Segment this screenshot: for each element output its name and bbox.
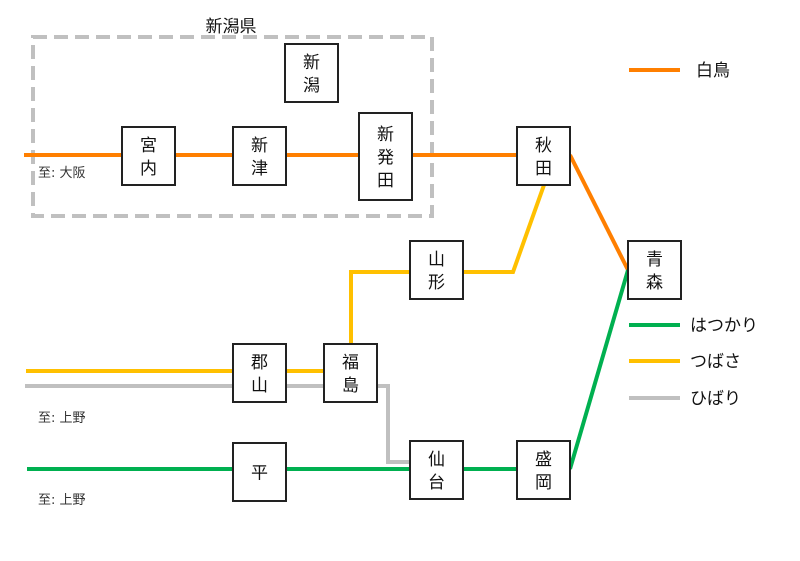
station-yamagata[interactable]: 山形 xyxy=(409,240,464,300)
tsubasa-route-yamagata-akita xyxy=(463,184,546,274)
station-box xyxy=(121,126,176,186)
station-name-char: 島 xyxy=(342,376,359,396)
note-to-osaka: 至: 大阪 xyxy=(38,166,86,181)
station-box xyxy=(284,43,339,103)
station-name-char: 発 xyxy=(377,148,394,168)
station-box xyxy=(232,126,287,186)
station-name-char: 潟 xyxy=(303,76,320,96)
station-miyauchi[interactable]: 宮内 xyxy=(121,126,176,186)
niigata-prefecture-region xyxy=(31,35,434,218)
station-niigata[interactable]: 新潟 xyxy=(284,43,339,103)
station-name-char: 青 xyxy=(646,250,663,270)
station-name-char: 山 xyxy=(428,250,445,270)
station-name-char: 平 xyxy=(251,464,268,484)
legend-label-tsubasa: つばさ xyxy=(690,352,741,372)
station-name-char: 田 xyxy=(535,159,552,179)
station-name-char: 山 xyxy=(251,376,268,396)
station-fukushima[interactable]: 福島 xyxy=(323,343,378,403)
station-name-char: 岡 xyxy=(535,473,552,493)
hatsukari-route-morioka-aomori xyxy=(568,269,630,470)
station-name-char: 内 xyxy=(140,159,157,179)
station-akita[interactable]: 秋田 xyxy=(516,126,571,186)
station-name-char: 森 xyxy=(646,273,663,293)
station-box xyxy=(516,440,571,500)
station-box xyxy=(516,126,571,186)
hibari-route xyxy=(25,384,410,464)
station-sendai[interactable]: 仙台 xyxy=(409,440,464,500)
region-title: 新潟県 xyxy=(206,17,257,37)
station-name-char: 新 xyxy=(377,125,394,145)
hakucho-route-akita-aomori xyxy=(568,154,630,271)
station-box xyxy=(627,240,682,300)
legend: 白鳥 はつかり つばさ ひばり xyxy=(629,61,758,409)
station-box xyxy=(409,240,464,300)
station-name-char: 郡 xyxy=(251,353,268,373)
legend-label-hibari: ひばり xyxy=(690,389,741,409)
legend-item-hatsukari: はつかり xyxy=(629,316,758,336)
station-taira[interactable]: 平 xyxy=(232,442,287,502)
stations: 新潟 宮内 新津 新発田 秋田 青森 山形 郡山 福島 平 仙台 盛岡 xyxy=(121,43,682,502)
station-name-char: 新 xyxy=(251,136,268,156)
tsubasa-route-fukushima-yamagata xyxy=(349,270,410,344)
station-koriyama[interactable]: 郡山 xyxy=(232,343,287,403)
station-aomori[interactable]: 青森 xyxy=(627,240,682,300)
legend-item-hakucho: 白鳥 xyxy=(629,61,730,81)
station-niitsu[interactable]: 新津 xyxy=(232,126,287,186)
station-name-char: 田 xyxy=(377,171,394,191)
legend-label-hatsukari: はつかり xyxy=(690,316,758,336)
station-name-char: 仙 xyxy=(428,450,445,470)
note-to-ueno-lower: 至: 上野 xyxy=(38,493,86,508)
station-name-char: 新 xyxy=(303,53,320,73)
station-box xyxy=(232,442,287,502)
station-name-char: 津 xyxy=(251,159,268,179)
station-name-char: 福 xyxy=(342,353,359,373)
station-name-char: 台 xyxy=(428,473,445,493)
station-box xyxy=(409,440,464,500)
line-hibari xyxy=(25,384,410,464)
station-morioka[interactable]: 盛岡 xyxy=(516,440,571,500)
station-box xyxy=(358,112,413,201)
station-name-char: 秋 xyxy=(535,136,552,156)
station-name-char: 盛 xyxy=(535,450,552,470)
station-box xyxy=(323,343,378,403)
note-to-ueno-upper: 至: 上野 xyxy=(38,411,86,426)
station-box xyxy=(232,343,287,403)
station-name-char: 宮 xyxy=(140,136,157,156)
station-name-char: 形 xyxy=(428,273,445,293)
station-shibata[interactable]: 新発田 xyxy=(358,112,413,201)
legend-item-hibari: ひばり xyxy=(629,389,741,409)
legend-item-tsubasa: つばさ xyxy=(629,352,741,372)
legend-label-hakucho: 白鳥 xyxy=(696,61,730,81)
